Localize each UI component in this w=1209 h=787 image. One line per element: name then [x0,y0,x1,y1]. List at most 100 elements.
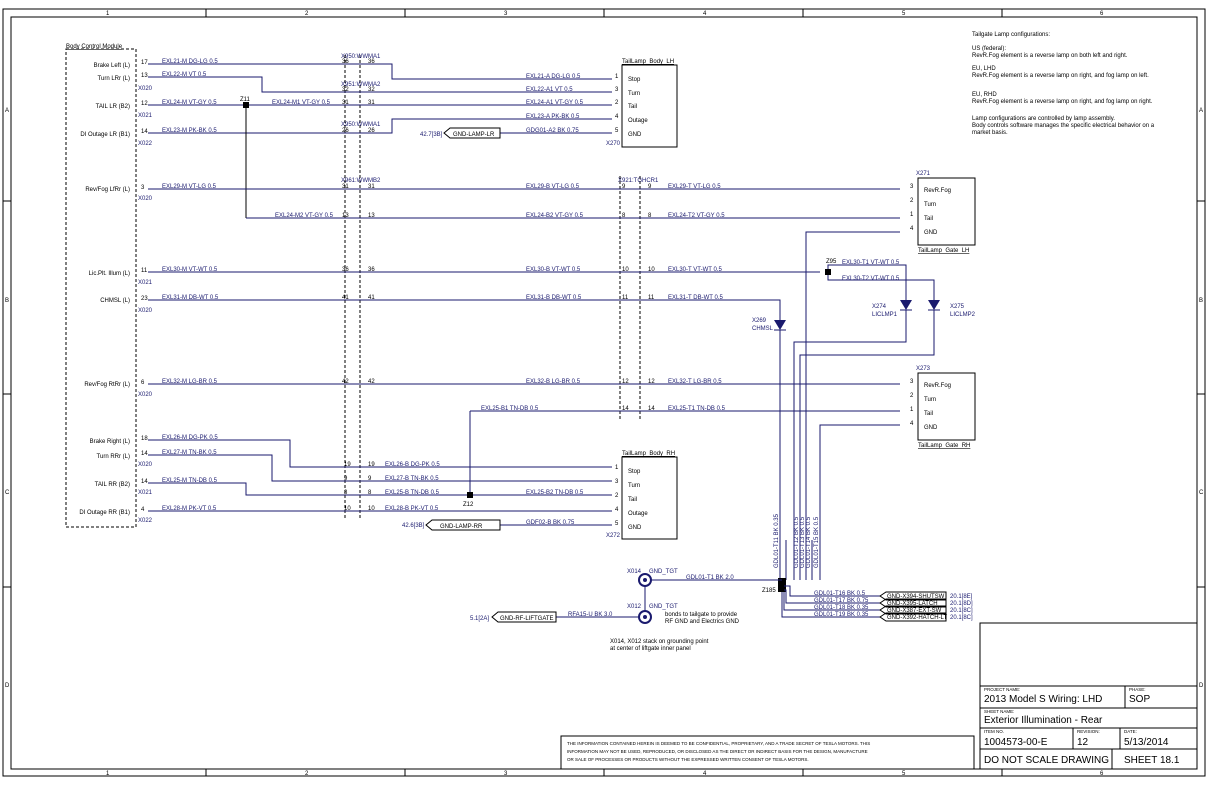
svg-text:GDF02-B BK 0.75: GDF02-B BK 0.75 [526,520,575,526]
splice-z11: Z11 [240,97,251,103]
svg-text:Z12: Z12 [463,502,474,508]
svg-text:42.6[3B]: 42.6[3B] [402,523,425,529]
svg-text:GND-X395-LATCH: GND-X395-LATCH [887,601,938,607]
svg-text:EXL22-M VT 0.5: EXL22-M VT 0.5 [162,72,207,78]
svg-text:X021: X021 [138,280,153,286]
col-label: 3 [504,771,508,777]
inline-connector-labels: X950:WWMA1 X951:WWMA2 X950:WWMA1 X961:WW… [341,54,659,184]
col-label: 2 [305,771,309,777]
row-label: C [5,490,10,496]
svg-text:EXL32-B LG-BR 0.5: EXL32-B LG-BR 0.5 [526,379,581,385]
svg-text:Stop: Stop [628,77,641,83]
svg-text:Tailgate Lamp configurations:: Tailgate Lamp configurations: [972,32,1050,38]
svg-text:GND: GND [924,230,938,236]
svg-text:10: 10 [648,267,655,273]
row-label: D [1199,683,1204,689]
svg-text:GND-X387-EXT-SW: GND-X387-EXT-SW [887,608,942,614]
svg-text:TAIL RR (B2): TAIL RR (B2) [95,482,130,488]
svg-text:GND-LAMP-LR: GND-LAMP-LR [453,132,495,138]
svg-text:TAIL LR (B2): TAIL LR (B2) [96,104,130,110]
wires-lic-chmsl: Z95 EXL30-T1 VT-WT 0.5 EXL30-T2 VT-WT 0.… [148,259,935,320]
svg-text:EXL28-M PK-VT 0.5: EXL28-M PK-VT 0.5 [162,506,217,512]
bcm-pins: Brake Left (L) Turn LRr (L) TAIL LR (B2)… [79,60,152,524]
svg-text:26: 26 [342,128,349,134]
svg-text:EXL30-T2 VT-WT 0.5: EXL30-T2 VT-WT 0.5 [842,276,900,282]
svg-text:36: 36 [342,267,349,273]
row-label: D [5,683,10,689]
svg-text:Brake Left (L): Brake Left (L) [94,63,130,69]
svg-text:20.1[8C]: 20.1[8C] [950,615,973,621]
svg-text:4: 4 [615,114,619,120]
svg-text:12: 12 [141,101,148,107]
svg-text:EXL27-M TN-BK 0.5: EXL27-M TN-BK 0.5 [162,450,217,456]
svg-text:1: 1 [615,74,619,80]
svg-text:Outage: Outage [628,118,648,124]
ground-eyelets: X014 GND_TGT X012 GND_TGT RFA15-U BK 3.0… [556,569,740,652]
svg-text:RevR.Fog: RevR.Fog [924,188,951,194]
svg-text:EXL25-B TN-DB 0.5: EXL25-B TN-DB 0.5 [385,490,440,496]
svg-text:X269: X269 [752,318,767,324]
svg-text:Turn: Turn [924,397,936,403]
svg-text:US (federal):: US (federal): [972,46,1006,52]
svg-text:EXL24-M VT-GY 0.5: EXL24-M VT-GY 0.5 [162,100,217,106]
svg-text:14: 14 [648,406,655,412]
svg-text:Outage: Outage [628,511,648,517]
svg-text:Body controls software manages: Body controls software manages the speci… [972,123,1155,129]
svg-text:Lic.Plt. Illum (L): Lic.Plt. Illum (L) [89,271,130,277]
svg-text:GDL01-T12 BK 0.5: GDL01-T12 BK 0.5 [794,516,800,568]
svg-text:EXL25-T1 TN-DB 0.5: EXL25-T1 TN-DB 0.5 [668,406,726,412]
svg-text:GND: GND [924,425,938,431]
svg-text:31: 31 [368,100,375,106]
svg-text:2: 2 [615,493,619,499]
svg-text:ITEM NO.: ITEM NO. [984,729,1004,734]
svg-text:DATE:: DATE: [1124,729,1137,734]
svg-text:GDL01-T13 BK 0.5: GDL01-T13 BK 0.5 [800,516,806,568]
svg-text:EXL30-T VT-WT 0.5: EXL30-T VT-WT 0.5 [668,267,722,273]
svg-text:X014: X014 [627,569,642,575]
svg-text:X950:WWMA1: X950:WWMA1 [341,54,381,60]
svg-text:12: 12 [648,379,655,385]
svg-text:bonds to tailgate to provide: bonds to tailgate to provide [665,612,738,618]
svg-text:EU, RHD: EU, RHD [972,92,997,98]
svg-text:X020: X020 [138,308,153,314]
svg-text:Tail: Tail [628,497,637,503]
col-label: 4 [703,11,707,17]
col-label: 5 [902,771,906,777]
bcm-title: Body Control Module [66,44,123,50]
svg-text:X020: X020 [138,392,153,398]
svg-text:GDG01-A2 BK 0.75: GDG01-A2 BK 0.75 [526,128,579,134]
svg-text:X020: X020 [138,462,153,468]
svg-text:EXL29-B VT-LG 0.5: EXL29-B VT-LG 0.5 [526,184,580,190]
svg-text:X014, X012 stack on grounding: X014, X012 stack on grounding point [610,639,709,645]
svg-text:DO NOT SCALE DRAWING: DO NOT SCALE DRAWING [984,755,1109,766]
svg-text:EXL28-B PK-VT 0.5: EXL28-B PK-VT 0.5 [385,506,439,512]
svg-text:Tail: Tail [924,216,933,222]
svg-text:42: 42 [368,379,375,385]
svg-text:13: 13 [141,73,148,79]
svg-text:6: 6 [141,380,145,386]
svg-text:8: 8 [344,490,348,496]
svg-text:8: 8 [368,490,372,496]
svg-text:GDL01-T1 BK 2.0: GDL01-T1 BK 2.0 [686,575,734,581]
license-lamps: X274 LICLMP1 X275 LICLMP2 [779,300,976,540]
svg-text:EXL24-M2 VT-GY 0.5: EXL24-M2 VT-GY 0.5 [275,213,334,219]
wires-rh-body: Z12 EXL26-M DG-PK 0.5 EXL27-M TN-BK 0.5 … [148,435,612,526]
svg-text:GND-X394-SHUTSW: GND-X394-SHUTSW [887,594,945,600]
svg-text:X271: X271 [916,171,931,177]
svg-text:9: 9 [648,184,652,190]
svg-text:GND: GND [628,525,642,531]
svg-text:X272: X272 [606,533,621,539]
svg-text:EU, LHD: EU, LHD [972,66,996,72]
svg-text:10: 10 [344,506,351,512]
svg-text:EXL31-B DB-WT 0.5: EXL31-B DB-WT 0.5 [526,295,582,301]
svg-text:20.1[8C]: 20.1[8C] [950,608,973,614]
svg-text:36: 36 [368,267,375,273]
svg-text:X274: X274 [872,304,887,310]
svg-text:Lamp configurations are contro: Lamp configurations are controlled by la… [972,116,1115,122]
svg-text:GND_TGT: GND_TGT [649,604,678,610]
grid-ticks [3,9,1205,776]
